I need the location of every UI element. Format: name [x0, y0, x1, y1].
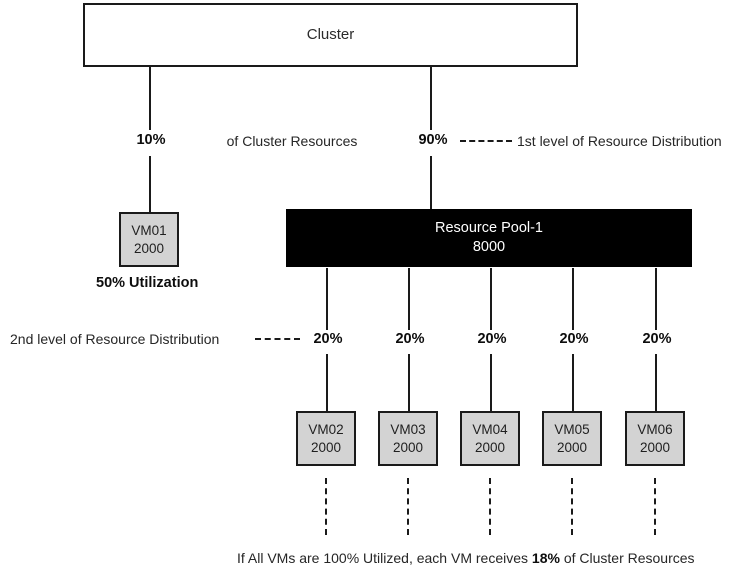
- vm04-node: VM04 2000: [460, 411, 520, 466]
- vm01-node-shares: 2000: [133, 240, 165, 256]
- pool-to-vm04-line-upper: [490, 268, 492, 330]
- vm03-footer-line: [407, 478, 409, 535]
- pool-to-vm04-line-lower: [490, 354, 492, 411]
- level2-annotation-leader: [255, 338, 300, 340]
- vm01-utilization-label: 50% Utilization: [96, 275, 199, 291]
- vm05-node-label: VM05: [554, 422, 590, 438]
- footer-caption-prefix: If All VMs are 100% Utilized, each VM re…: [237, 550, 532, 566]
- vm02-footer-line: [325, 478, 327, 535]
- level1-annotation: 1st level of Resource Distribution: [517, 133, 722, 149]
- cluster-node: Cluster: [83, 3, 578, 67]
- pool-to-vm06-line-upper: [655, 268, 657, 330]
- vm02-node-shares: 2000: [310, 439, 342, 455]
- vm03-node-shares: 2000: [392, 439, 424, 455]
- vm05-footer-line: [571, 478, 573, 535]
- cluster-to-vm01-line-upper: [149, 67, 151, 130]
- cluster-to-pool-line-upper: [430, 67, 432, 130]
- vm05-node: VM05 2000: [542, 411, 602, 466]
- pool-to-vm03-line-upper: [408, 268, 410, 330]
- pool-to-vm02-line-lower: [326, 354, 328, 411]
- footer-caption: If All VMs are 100% Utilized, each VM re…: [237, 550, 695, 566]
- pool-to-vm06-line-lower: [655, 354, 657, 411]
- vm02-node-label: VM02: [308, 422, 344, 438]
- pool-to-vm05-line-lower: [572, 354, 574, 411]
- vm01-node-label: VM01: [131, 223, 167, 239]
- level1-right-percent: 90%: [418, 132, 448, 148]
- resource-pool-node-shares: 8000: [472, 239, 506, 255]
- level2-percent-1: 20%: [395, 331, 425, 347]
- level2-percent-0: 20%: [313, 331, 343, 347]
- vm04-node-shares: 2000: [474, 439, 506, 455]
- vm06-node: VM06 2000: [625, 411, 685, 466]
- vm04-footer-line: [489, 478, 491, 535]
- footer-caption-suffix: of Cluster Resources: [559, 550, 695, 566]
- vm06-node-label: VM06: [637, 422, 673, 438]
- vm03-node: VM03 2000: [378, 411, 438, 466]
- cluster-node-label: Cluster: [306, 26, 355, 44]
- vm01-node: VM01 2000: [119, 212, 179, 267]
- resource-pool-node-label: Resource Pool-1: [435, 220, 543, 237]
- vm06-footer-line: [654, 478, 656, 535]
- vm05-node-shares: 2000: [556, 439, 588, 455]
- level1-annotation-leader: [460, 140, 512, 142]
- level1-left-percent: 10%: [136, 132, 166, 148]
- pool-to-vm03-line-lower: [408, 354, 410, 411]
- level2-percent-4: 20%: [642, 331, 672, 347]
- pool-to-vm02-line-upper: [326, 268, 328, 330]
- vm02-node: VM02 2000: [296, 411, 356, 466]
- cluster-to-pool-line-lower: [430, 156, 432, 209]
- level2-annotation: 2nd level of Resource Distribution: [10, 331, 220, 347]
- level2-percent-2: 20%: [477, 331, 507, 347]
- pool-to-vm05-line-upper: [572, 268, 574, 330]
- level1-middle-text: of Cluster Resources: [226, 133, 358, 149]
- vm06-node-shares: 2000: [639, 439, 671, 455]
- vm03-node-label: VM03: [390, 422, 426, 438]
- cluster-to-vm01-line-lower: [149, 156, 151, 212]
- resource-pool-node: Resource Pool-1 8000: [286, 209, 692, 267]
- vm04-node-label: VM04: [472, 422, 508, 438]
- footer-caption-highlight: 18%: [531, 550, 560, 566]
- level2-percent-3: 20%: [559, 331, 589, 347]
